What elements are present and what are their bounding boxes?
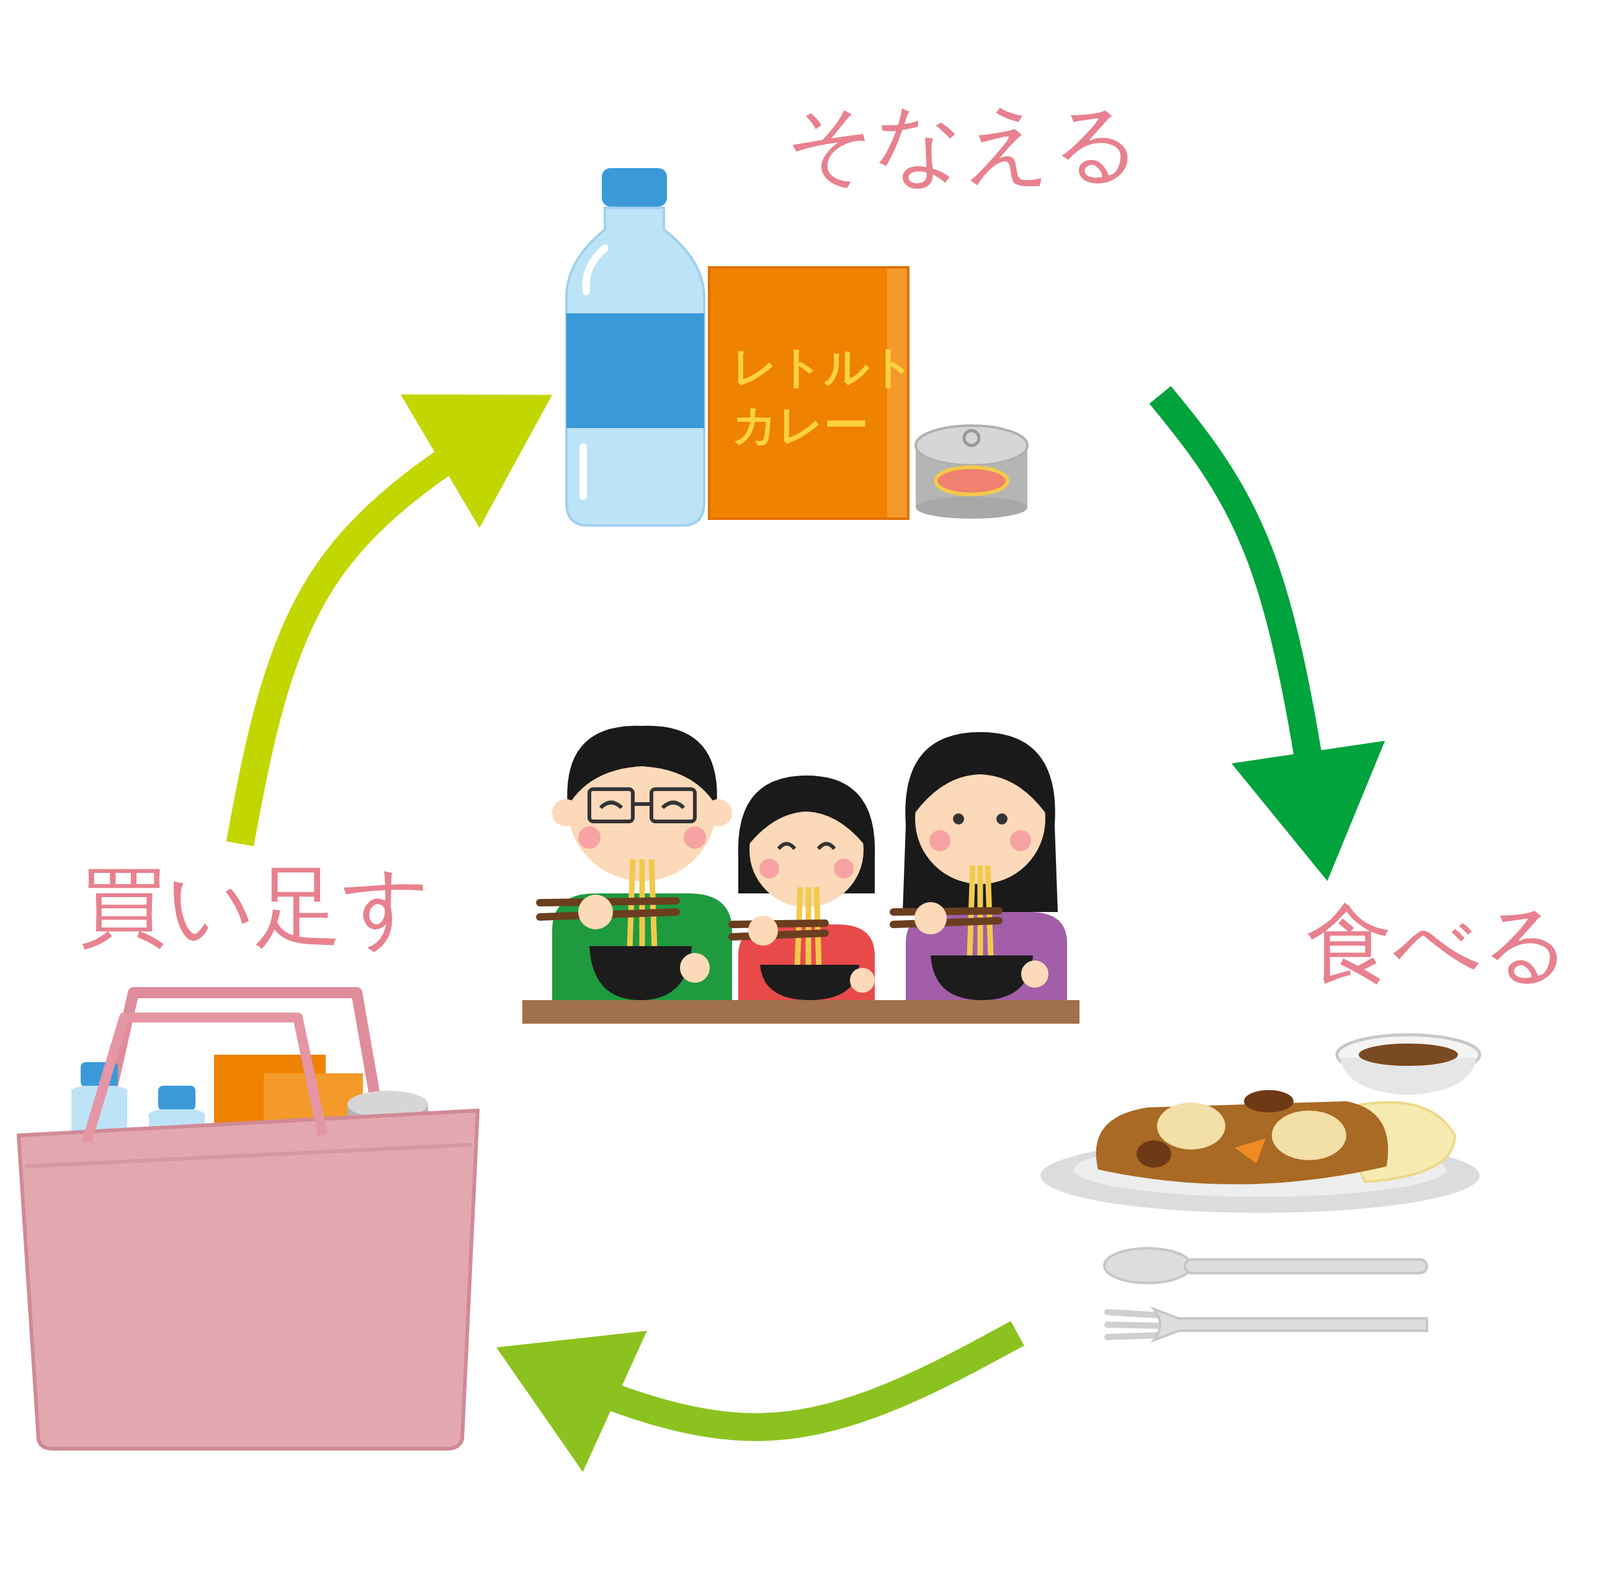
stage-group: 買い足す [6, 843, 497, 1458]
water-bottle [566, 168, 705, 526]
stage-group: そなえる [552, 86, 1161, 540]
cycle-arrow [1160, 394, 1314, 791]
shopping-basket [18, 992, 478, 1449]
cycle-arrow [240, 442, 474, 844]
arrow-head [1231, 740, 1385, 881]
stage-group: 食べる [1017, 880, 1592, 1384]
family-eating [522, 725, 1080, 1024]
canned-food [915, 425, 1028, 519]
curry-plate [1040, 1034, 1480, 1341]
stage-label: そなえる [786, 93, 1141, 193]
stage-label: 買い足す [79, 856, 431, 957]
cycle-arrow [580, 1333, 1018, 1427]
stage-label: 食べる [1305, 893, 1571, 994]
arrow-head [400, 394, 553, 528]
retort-curry-box [709, 267, 909, 519]
arrow-head [496, 1330, 648, 1473]
package-text: レトルト カレー [732, 338, 919, 455]
